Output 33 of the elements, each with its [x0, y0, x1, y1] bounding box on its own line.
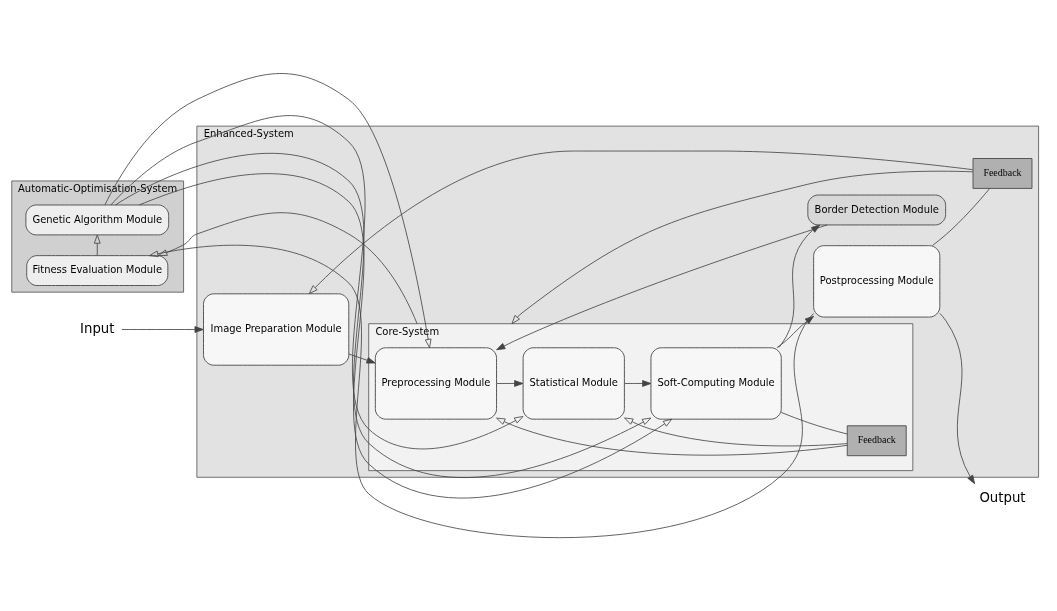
arrow [158, 212, 418, 325]
node-box: Preprocessing Module [374, 347, 498, 420]
node-box: Feedback [846, 425, 907, 457]
node-box: Statistical Module [522, 347, 625, 420]
arrow [778, 224, 821, 348]
arrow [939, 313, 976, 485]
node-text: Output [979, 490, 1026, 506]
arrow [348, 353, 376, 364]
arrow [110, 115, 524, 450]
arrow [511, 170, 974, 325]
node-box: Border Detection Module [807, 194, 947, 226]
node-box: Fitness Evaluation Module [26, 255, 169, 286]
node-box: Postprocessing Module [813, 245, 941, 318]
arrow [776, 315, 814, 349]
node-box: Soft-Computing Module [650, 347, 782, 420]
node-box: Feedback [972, 158, 1033, 189]
arrow [624, 380, 652, 387]
arrow [496, 417, 848, 456]
arrow [496, 224, 828, 351]
arrow [93, 234, 101, 256]
arrow [104, 73, 432, 349]
node-box: Genetic Algorithm Module [25, 204, 170, 236]
node-box: Image Preparation Module [203, 293, 350, 366]
node-text: Input [80, 320, 115, 336]
arrow [121, 326, 204, 333]
connector [780, 412, 848, 435]
arrow [138, 173, 673, 499]
arrow [624, 417, 848, 447]
arrow [496, 380, 524, 387]
arrow [149, 244, 814, 539]
arrow [308, 150, 974, 295]
arrow [115, 152, 652, 478]
connector [932, 188, 991, 246]
